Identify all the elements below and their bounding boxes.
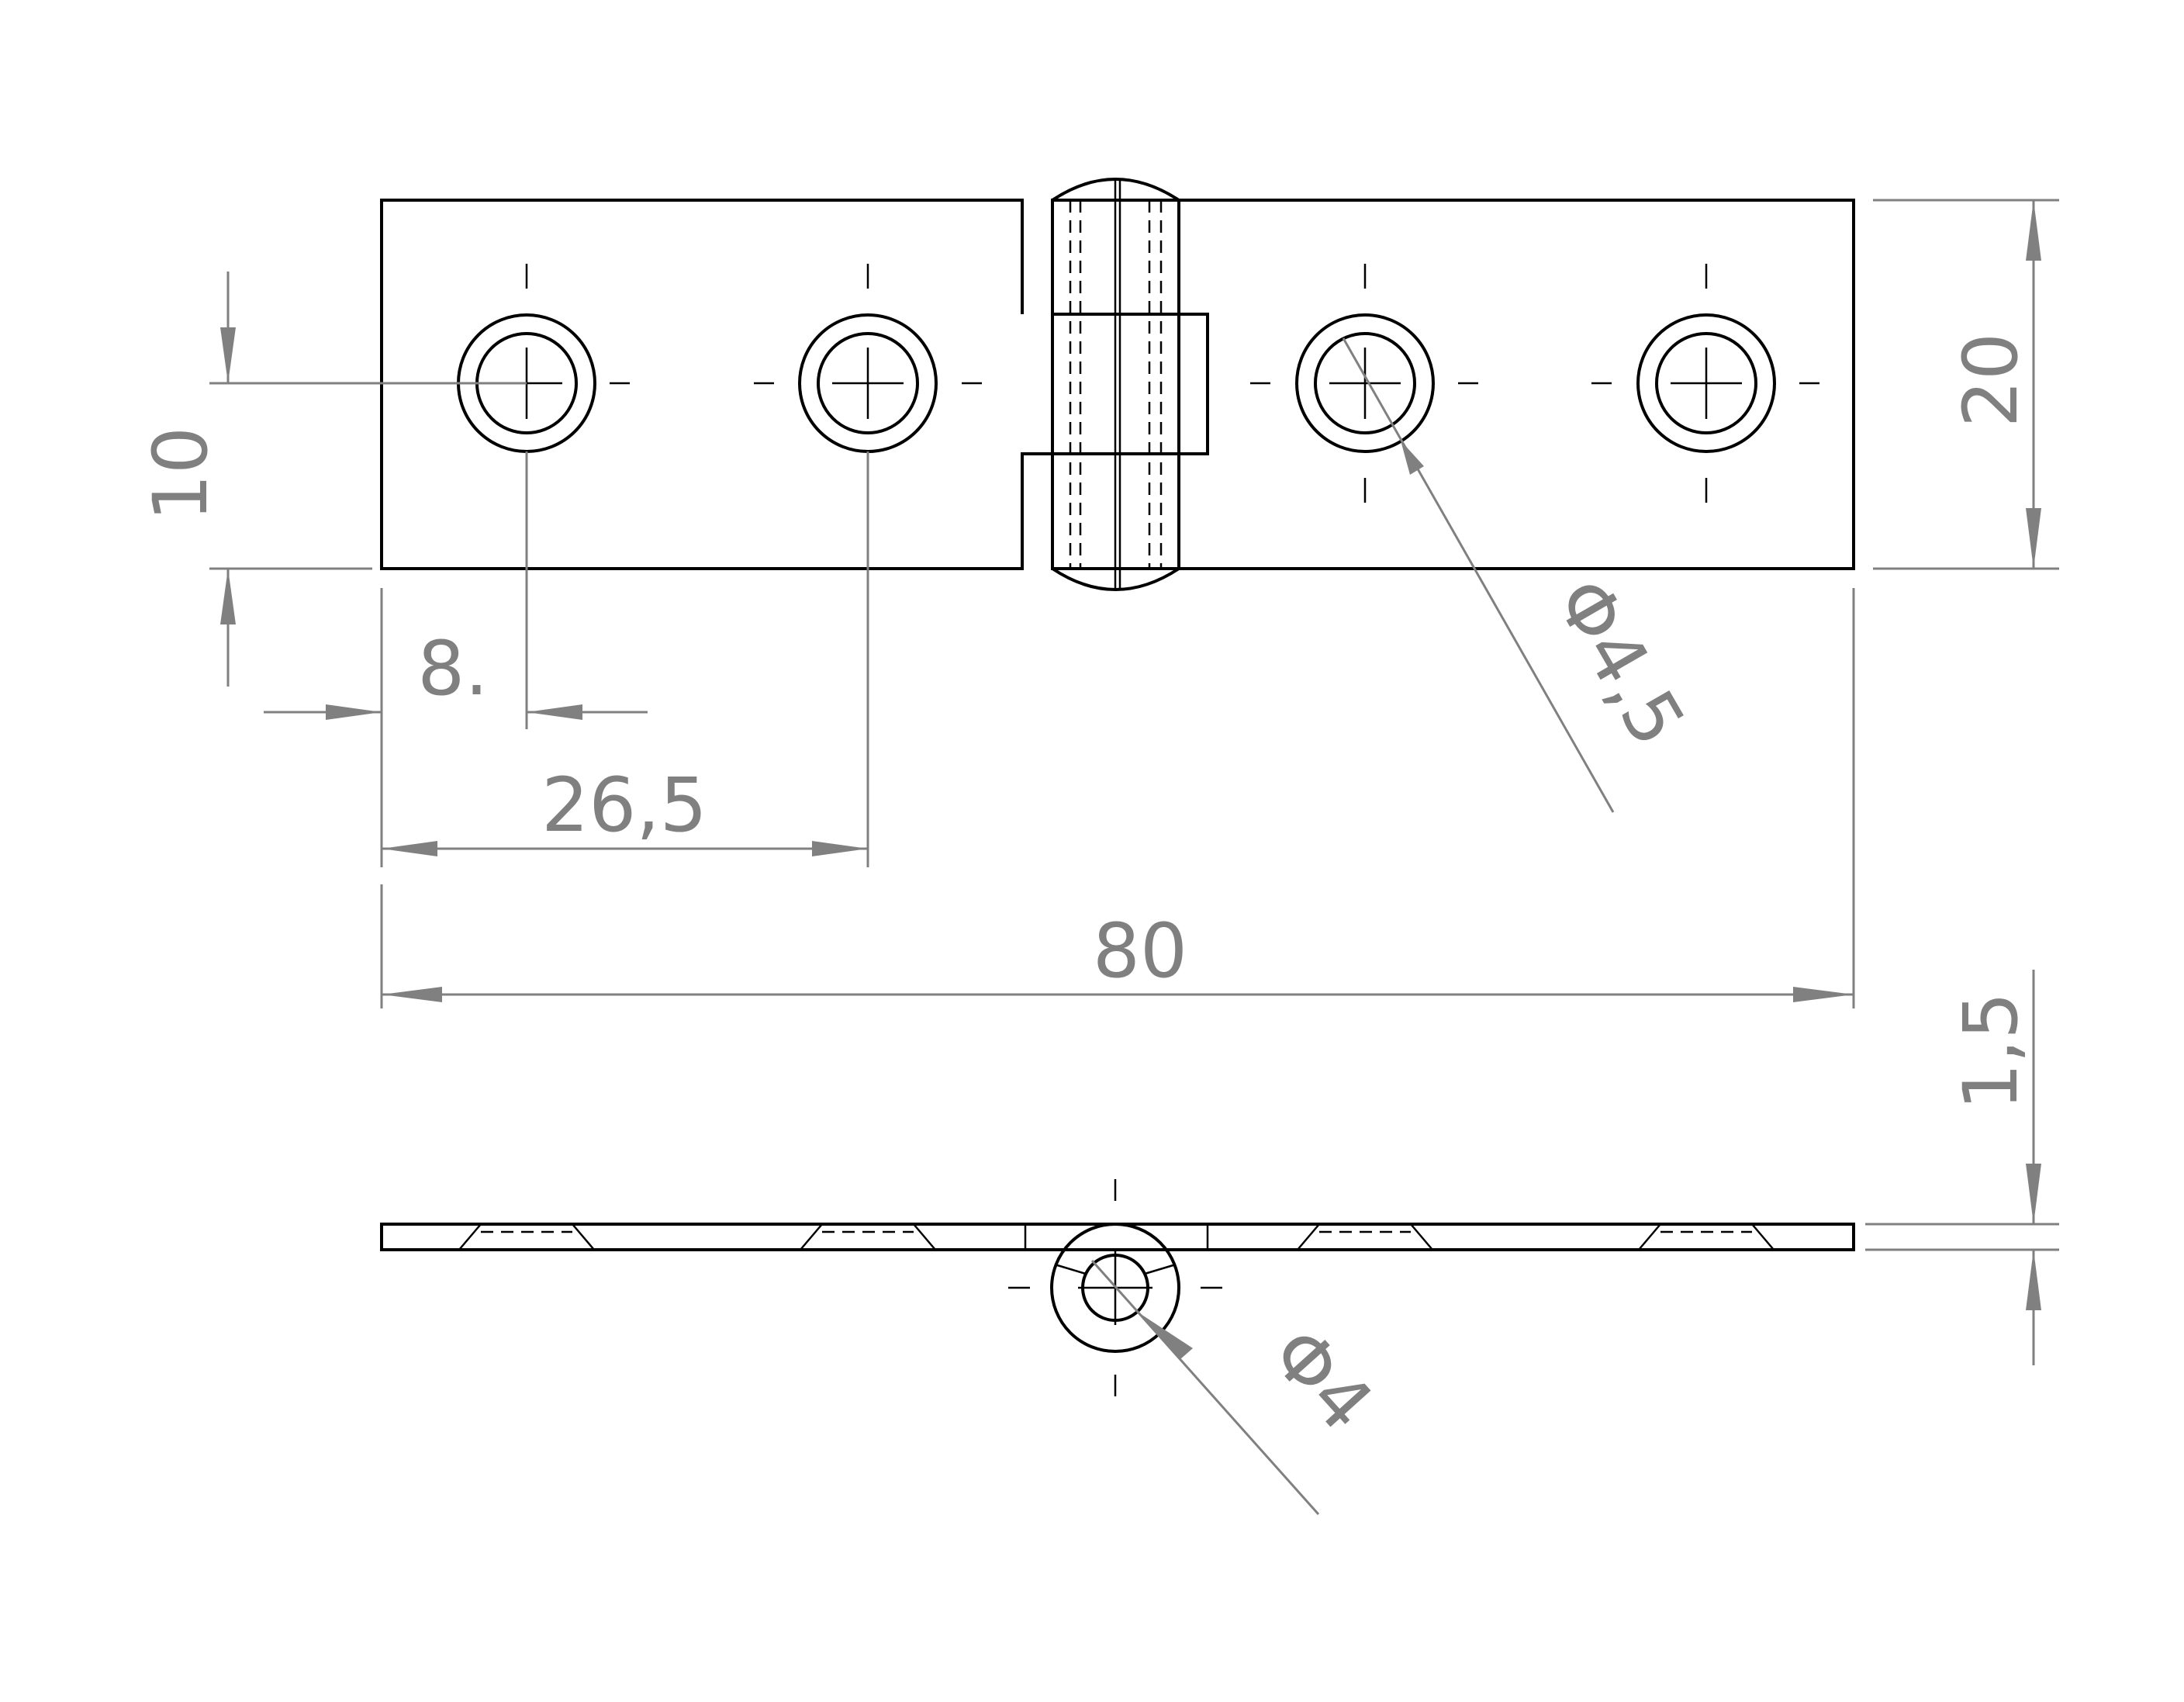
screw-hole-4 xyxy=(1591,264,1819,503)
pin-section xyxy=(1008,1179,1222,1396)
dim-label-26-5: 26,5 xyxy=(541,762,707,849)
dim-label-1-5: 1,5 xyxy=(1947,992,2034,1111)
countersink-3 xyxy=(1297,1223,1433,1251)
dim-label-hole-diameter: Φ4,5 xyxy=(1538,564,1702,761)
dim-label-pin-diameter: Φ4 xyxy=(1254,1311,1390,1448)
dimension-lines xyxy=(209,199,2059,1008)
countersink-4 xyxy=(1638,1223,1774,1251)
side-dimension-lines xyxy=(1090,970,2059,1515)
countersink-2 xyxy=(800,1223,936,1251)
screw-hole-3 xyxy=(1250,264,1478,503)
right-leaf-outline xyxy=(1179,199,1855,570)
dimension-labels: 10 8. 26,5 80 20 1,5 Φ4,5 Φ4 xyxy=(137,333,2034,1448)
plate-profile xyxy=(380,1223,1855,1251)
top-view xyxy=(380,178,1855,591)
knuckle-top-cap xyxy=(1051,178,1180,202)
dim-label-8: 8. xyxy=(417,625,489,712)
left-leaf-outline xyxy=(380,199,1052,570)
knuckle-group xyxy=(1051,178,1209,591)
countersink-1 xyxy=(458,1223,595,1251)
middle-knuckle xyxy=(1051,313,1209,455)
dim-label-20: 20 xyxy=(1947,333,2034,427)
dim-label-10: 10 xyxy=(137,427,224,521)
dim-label-80: 80 xyxy=(1093,908,1187,995)
side-view xyxy=(380,1179,1855,1396)
